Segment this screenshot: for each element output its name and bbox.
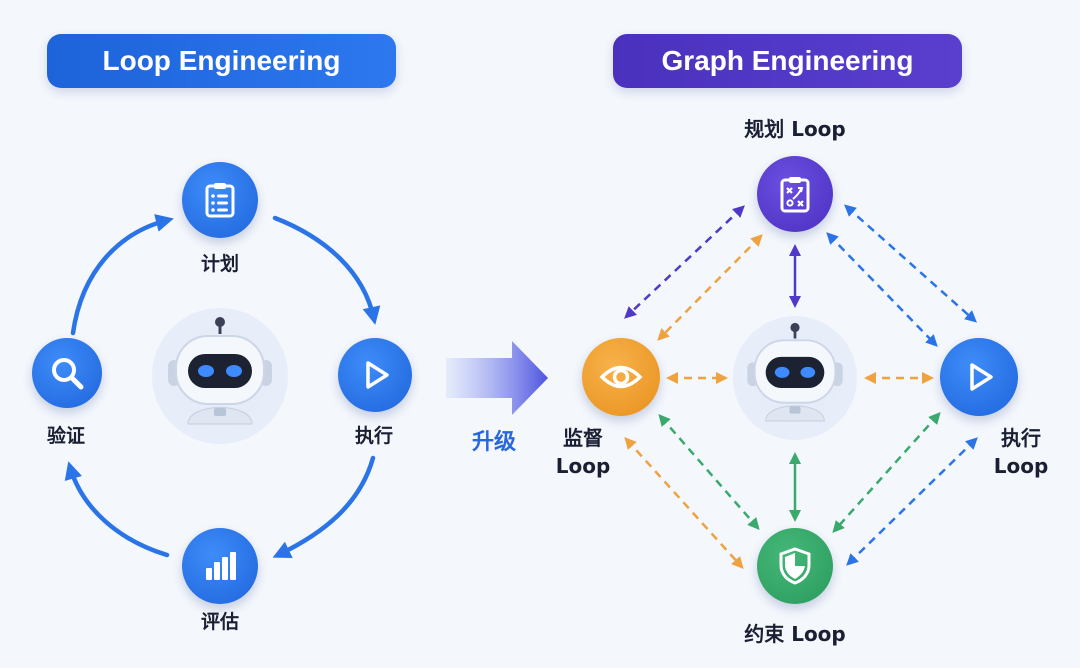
verify-label: 验证 bbox=[46, 425, 85, 447]
execute-label-left: 执行 bbox=[354, 425, 393, 447]
robot-icon bbox=[747, 322, 843, 422]
link-monitor-constraint-orange bbox=[624, 437, 744, 569]
execute-loop-label-line1: 执行 bbox=[1001, 426, 1041, 450]
arc-evaluate-to-verify bbox=[64, 461, 170, 558]
arc-plan-to-execute bbox=[272, 215, 381, 325]
arc-execute-to-evaluate bbox=[272, 455, 376, 558]
execute-node-left bbox=[338, 338, 412, 412]
execute-loop-label: 执行 Loop bbox=[981, 424, 1061, 480]
eye-icon bbox=[599, 365, 643, 389]
search-icon bbox=[52, 358, 84, 390]
link-execute-constraint-green bbox=[832, 412, 941, 533]
evaluate-node bbox=[182, 528, 258, 604]
constraint-loop-node bbox=[757, 528, 833, 604]
monitor-loop-node bbox=[582, 338, 660, 416]
loop-engineering-title: Loop Engineering bbox=[47, 34, 396, 88]
verify-node bbox=[32, 338, 102, 408]
plan-node bbox=[182, 162, 258, 238]
link-planning-monitor-orange bbox=[657, 234, 763, 341]
clipboard-list-icon bbox=[205, 183, 235, 218]
strategy-board-icon bbox=[780, 177, 810, 213]
planning-loop-node bbox=[757, 156, 833, 232]
link-execute-constraint-blue bbox=[846, 437, 978, 566]
execute-loop-node bbox=[940, 338, 1018, 416]
upgrade-label: 升级 bbox=[471, 430, 516, 455]
evaluate-label: 评估 bbox=[200, 611, 239, 633]
play-icon bbox=[366, 361, 389, 389]
monitor-loop-label-line2: Loop bbox=[555, 454, 611, 478]
link-planning-monitor-purple bbox=[624, 205, 745, 319]
shield-icon bbox=[779, 547, 811, 585]
bar-chart-icon bbox=[206, 552, 236, 580]
planning-loop-label: 规划 Loop bbox=[744, 117, 846, 141]
plan-label: 计划 bbox=[200, 253, 239, 275]
play-icon bbox=[970, 363, 993, 391]
link-planning-execute-inner bbox=[826, 232, 938, 347]
robot-icon bbox=[168, 317, 272, 425]
upgrade-arrow bbox=[446, 341, 548, 415]
monitor-loop-label: 监督 Loop bbox=[543, 424, 623, 480]
execute-loop-label-line2: Loop bbox=[993, 454, 1049, 478]
graph-engineering-title: Graph Engineering bbox=[613, 34, 962, 88]
constraint-loop-label: 约束 Loop bbox=[744, 622, 846, 646]
link-monitor-constraint-green bbox=[658, 413, 760, 531]
arc-verify-to-plan bbox=[70, 214, 174, 336]
link-planning-execute-outer bbox=[844, 204, 977, 323]
monitor-loop-label-line1: 监督 bbox=[563, 426, 603, 450]
